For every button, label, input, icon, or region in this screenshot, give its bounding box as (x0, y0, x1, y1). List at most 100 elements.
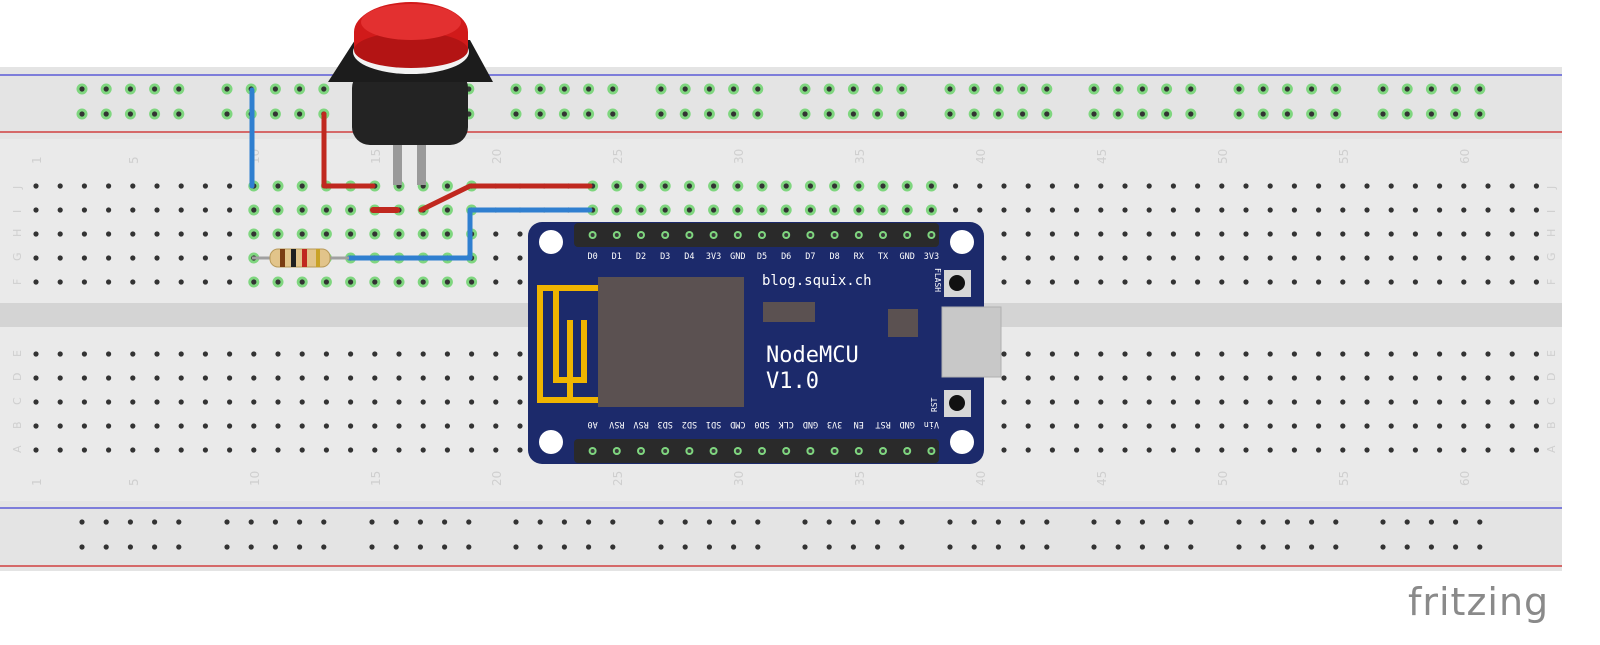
breadboard-hole (33, 423, 39, 429)
breadboard-hole (953, 207, 959, 213)
breadboard-hole (1291, 207, 1297, 213)
breadboard-hole (1388, 255, 1394, 261)
breadboard-hole (1260, 86, 1266, 92)
breadboard-hole (1115, 544, 1121, 550)
breadboard-hole (735, 183, 741, 189)
breadboard-hole (1461, 423, 1467, 429)
breadboard-hole (103, 544, 109, 550)
breadboard-hole (1139, 544, 1145, 550)
pin-label-bottom: EN (854, 419, 864, 429)
breadboard-hole (1364, 399, 1370, 405)
breadboard-hole (1044, 544, 1050, 550)
breadboard-hole (1074, 255, 1080, 261)
breadboard-hole (947, 86, 953, 92)
breadboard-hole (154, 423, 160, 429)
breadboard-hole (1309, 86, 1315, 92)
breadboard-hole (1340, 183, 1346, 189)
breadboard-hole (1122, 279, 1128, 285)
breadboard-hole (178, 231, 184, 237)
breadboard-hole (802, 544, 808, 550)
breadboard-hole (1243, 423, 1249, 429)
breadboard-hole (393, 519, 399, 525)
breadboard-hole (826, 86, 832, 92)
header-pin-center (735, 449, 740, 453)
breadboard-hole (928, 183, 935, 189)
breadboard-hole (442, 544, 448, 550)
breadboard-hole (227, 279, 233, 285)
row-letter: F (11, 279, 24, 285)
breadboard-hole (251, 423, 257, 429)
breadboard-hole (1453, 111, 1459, 117)
breadboard-hole (1309, 519, 1315, 525)
breadboard-hole (1267, 231, 1273, 237)
breadboard-hole (33, 231, 39, 237)
board-website: blog.squix.ch (762, 273, 872, 289)
breadboard-hole (251, 399, 257, 405)
breadboard-hole (275, 423, 281, 429)
breadboard-hole (396, 423, 402, 429)
breadboard-hole (1316, 447, 1322, 453)
breadboard-hole (106, 423, 112, 429)
breadboard-hole (1477, 544, 1483, 550)
breadboard-hole (127, 111, 133, 117)
breadboard-hole (1461, 399, 1467, 405)
breadboard-hole (1291, 231, 1297, 237)
breadboard-hole (1309, 111, 1315, 117)
breadboard-hole (1020, 111, 1026, 117)
breadboard-hole (807, 183, 814, 189)
breadboard-hole (1074, 375, 1080, 381)
breadboard-hole (995, 519, 1002, 525)
breadboard-hole (1098, 255, 1104, 261)
pin-label-top: D2 (636, 252, 646, 262)
breadboard-hole (1477, 111, 1483, 117)
breadboard-hole (899, 111, 905, 117)
breadboard-hole (1316, 399, 1322, 405)
breadboard-hole (706, 519, 713, 525)
breadboard-hole (1340, 447, 1346, 453)
breadboard-hole (130, 351, 136, 357)
breadboard-hole (1195, 231, 1201, 237)
pin-label-top: D1 (612, 252, 622, 262)
row-letter: E (11, 350, 24, 357)
breadboard-hole (1170, 399, 1176, 405)
breadboard-hole (610, 544, 616, 550)
flash-label: FLASH (933, 268, 942, 292)
breadboard-hole (1074, 351, 1080, 357)
breadboard-hole (537, 86, 543, 92)
breadboard-hole (1267, 447, 1273, 453)
breadboard-hole (856, 183, 862, 189)
breadboard-hole (1316, 183, 1322, 189)
breadboard-hole (1098, 351, 1104, 357)
breadboard-hole (79, 544, 85, 550)
breadboard-hole (832, 183, 838, 189)
breadboard-hole (658, 111, 664, 117)
breadboard-hole (1461, 207, 1467, 213)
breadboard-hole (227, 255, 233, 261)
breadboard-hole (1477, 519, 1483, 525)
header-pin-center (832, 449, 837, 453)
breadboard-hole (1533, 207, 1539, 213)
breadboard-hole (1001, 375, 1007, 381)
breadboard-hole (323, 231, 329, 237)
breadboard-hole (513, 111, 519, 117)
breadboard-hole (731, 519, 737, 525)
breadboard-hole (1049, 279, 1055, 285)
row-letter: B (1545, 421, 1558, 429)
header-pin-center (663, 233, 668, 237)
pin-label-bottom: RSV (609, 419, 624, 429)
breadboard-hole (1098, 399, 1104, 405)
breadboard-hole (1243, 279, 1249, 285)
breadboard-hole (372, 279, 378, 285)
pin-label-bottom: CMD (730, 419, 745, 429)
breadboard-hole (1509, 279, 1515, 285)
breadboard-hole (826, 111, 832, 117)
breadboard-hole (1243, 255, 1249, 261)
breadboard-hole (130, 399, 136, 405)
breadboard-hole (1316, 351, 1322, 357)
breadboard-hole (1236, 111, 1242, 117)
breadboard-hole (152, 86, 158, 92)
breadboard-hole (731, 544, 737, 550)
breadboard-hole (1533, 447, 1539, 453)
header-pin-center (590, 233, 595, 237)
breadboard-hole (1340, 255, 1346, 261)
